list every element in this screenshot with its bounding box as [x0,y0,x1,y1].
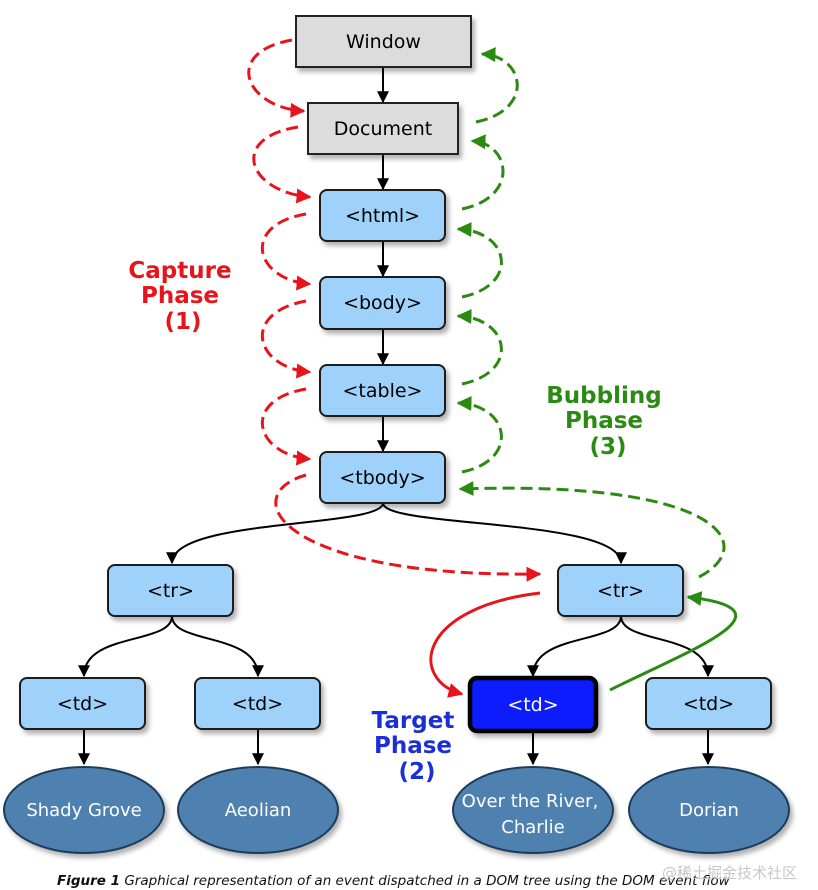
leaf-over-the-river: Over the River, Charlie [452,766,614,854]
edge-tbody-tr-left [166,502,384,565]
node-body: <body> [319,276,446,330]
node-body-label: <body> [343,292,422,314]
node-td-right-right-label: <td> [683,693,734,715]
capture-phase-label: Capture Phase (1) [128,258,231,335]
node-tbody-label: <tbody> [339,467,425,489]
node-td-left-right: <td> [194,677,321,730]
leaf-dorian: Dorian [628,766,790,854]
bubble-arrow-tbody-table [456,396,503,474]
edge-trr-tdtarget [527,615,622,678]
node-tr-left: <tr> [107,564,234,617]
edge-trl-tdll [78,615,173,678]
capture-arrows [247,38,542,582]
edge-trr-tdrr [620,615,714,678]
bubble-arrow-document-window [475,47,519,124]
bubble-arrow-html-document [461,134,505,211]
edge-trl-tdlr [171,615,264,678]
node-window: Window [295,15,472,68]
target-phase-label: Target Phase (2) [372,708,455,785]
node-td-left-right-label: <td> [232,693,283,715]
node-td-target: <td> [467,675,599,734]
watermark: @稀土掘金技术社区 [662,864,798,882]
bubble-arrow-body-html [456,222,503,299]
leaf-over-the-river-label-line2: Charlie [501,817,564,838]
node-document-label: Document [334,118,432,140]
node-html: <html> [319,189,446,242]
node-html-label: <html> [345,205,420,227]
capture-arrow-table-tbody [261,387,312,466]
bubbling-phase-line2: Phase [565,408,643,434]
node-tr-right: <tr> [557,564,684,617]
target-phase-line2: Phase [374,733,452,759]
bubbling-arrows [456,47,726,579]
node-td-left-left-label: <td> [57,693,108,715]
node-tr-left-label: <tr> [147,580,194,602]
leaf-dorian-label: Dorian [679,800,739,821]
capture-phase-line1: Capture [128,258,231,284]
target-phase-line3: (2) [398,759,435,785]
node-td-target-label: <td> [507,694,558,716]
node-table-label: <table> [343,380,423,402]
leaf-shady-grove-label: Shady Grove [26,800,141,821]
figure-caption: Figure 1 Graphical representation of an … [57,873,817,889]
leaf-shady-grove: Shady Grove [3,766,165,854]
node-window-label: Window [346,31,421,53]
capture-arrow-html-body [261,212,312,291]
capture-phase-line2: Phase [141,283,219,309]
leaf-aeolian: Aeolian [177,766,339,854]
bubble-arrow-table-body [456,309,503,386]
node-tbody: <tbody> [319,451,446,504]
leaf-over-the-river-label-line1: Over the River, [462,791,599,812]
node-td-left-left: <td> [19,677,146,730]
capture-arrow-tbody-tr [274,473,542,582]
node-td-right-right: <td> [645,677,772,730]
figure-caption-text: Graphical representation of an event dis… [124,873,730,889]
bubbling-phase-line3: (3) [589,434,626,460]
capture-arrow-body-table [261,299,312,379]
node-tr-right-label: <tr> [597,580,644,602]
capture-arrow-document-html [252,125,312,204]
capture-arrow-window-document [247,38,306,118]
tree-edges [78,67,714,766]
node-document: Document [307,102,459,155]
leaf-aeolian-label: Aeolian [225,800,292,821]
bubbling-phase-line1: Bubbling [546,383,661,409]
bubble-arrow-target-tr [609,591,737,692]
bubble-arrow-tbody-tr [458,481,726,579]
figure-number: Figure 1 [57,873,121,889]
bubbling-phase-label: Bubbling Phase (3) [546,383,661,460]
target-phase-line1: Target [372,708,455,734]
capture-arrow-tr-target [429,591,541,698]
node-table: <table> [319,364,446,417]
capture-phase-line3: (1) [164,309,201,335]
edge-tbody-tr-right [382,502,627,565]
